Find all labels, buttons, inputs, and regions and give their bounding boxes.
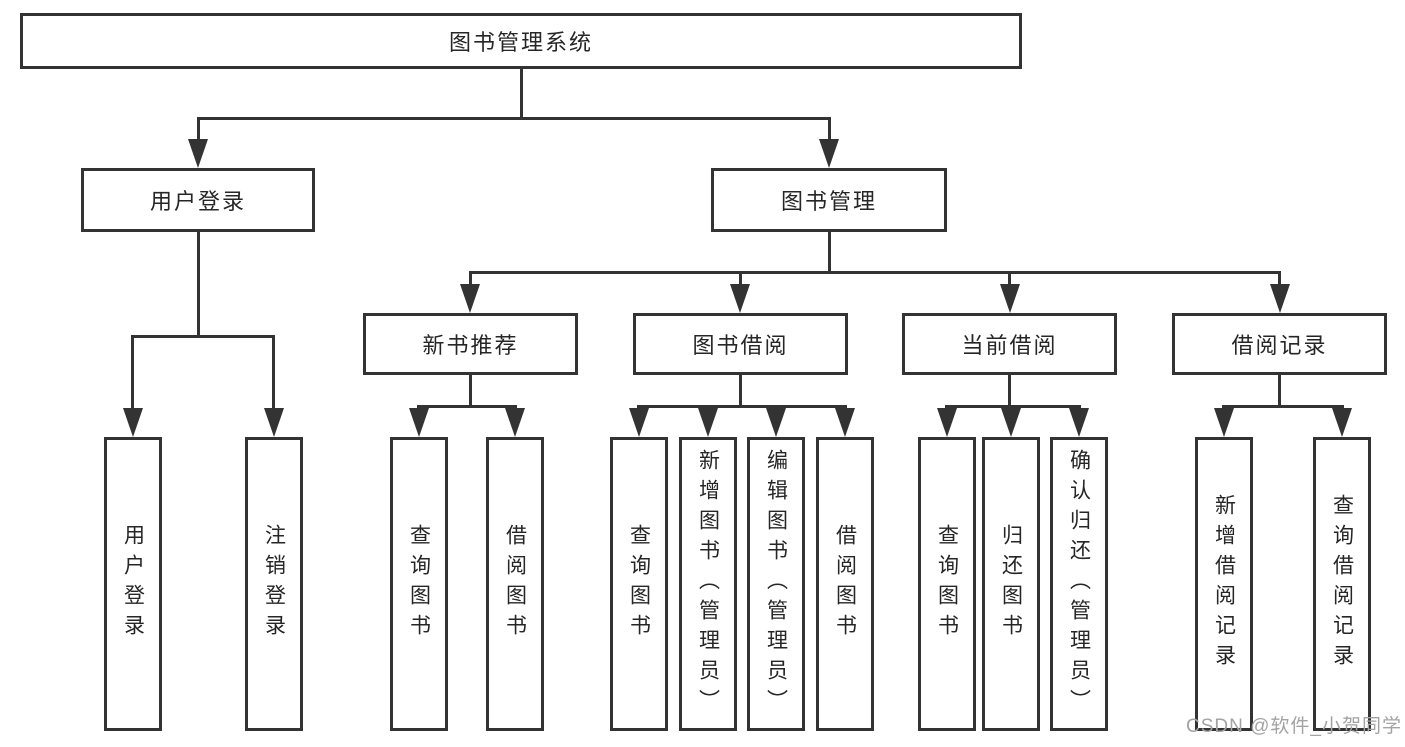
connector-line <box>469 271 1281 274</box>
connector-line <box>945 405 1081 408</box>
arrowhead <box>629 408 649 437</box>
leaf-borrow-books-1: 借阅图书 <box>486 437 544 731</box>
arrowhead <box>1069 408 1089 437</box>
connector-line <box>469 375 472 408</box>
connector-line <box>1008 375 1011 408</box>
leaf-query-borrow-record: 查询借阅记录 <box>1313 437 1371 731</box>
csdn-watermark: CSDN @软件_小贺同学 <box>1186 716 1402 737</box>
leaf-query-books-1: 查询图书 <box>390 437 448 731</box>
leaf-add-borrow-record: 新增借阅记录 <box>1195 437 1253 731</box>
leaf-label: 编辑图书（管理员） <box>764 449 788 719</box>
node-label: 用户登录 <box>149 189 246 214</box>
connector-line <box>197 117 200 143</box>
connector-line <box>1222 405 1344 408</box>
connector-line <box>739 375 742 408</box>
leaf-logout: 注销登录 <box>245 437 303 731</box>
leaf-user-login: 用户登录 <box>104 437 162 731</box>
node-borrow-records: 借阅记录 <box>1172 313 1387 375</box>
leaf-label: 归还图书 <box>999 524 1023 644</box>
arrowhead <box>1270 284 1290 313</box>
connector-line <box>637 405 847 408</box>
arrowhead <box>460 284 480 313</box>
arrowhead <box>505 408 525 437</box>
arrowhead <box>1332 408 1352 437</box>
node-label: 借阅记录 <box>1231 333 1328 358</box>
node-current-borrow: 当前借阅 <box>902 313 1117 375</box>
leaf-confirm-return-admin: 确认归还（管理员） <box>1050 437 1108 731</box>
node-root: 图书管理系统 <box>20 13 1022 69</box>
connector-line <box>197 117 831 120</box>
connector-line <box>1278 375 1281 408</box>
arrowhead <box>1001 408 1021 437</box>
leaf-label: 新增图书（管理员） <box>696 449 720 719</box>
node-book-borrow: 图书借阅 <box>633 313 848 375</box>
connector-line <box>197 232 200 338</box>
leaf-label: 查询借阅记录 <box>1330 494 1354 674</box>
arrowhead <box>264 408 284 437</box>
connector-line <box>131 335 134 411</box>
node-label: 新书推荐 <box>422 333 519 358</box>
leaf-label: 查询图书 <box>627 524 651 644</box>
leaf-add-books-admin: 新增图书（管理员） <box>679 437 737 731</box>
node-book-management: 图书管理 <box>711 168 947 232</box>
arrowhead <box>188 139 208 168</box>
arrowhead <box>1000 284 1020 313</box>
leaf-label: 查询图书 <box>407 524 431 644</box>
leaf-label: 确认归还（管理员） <box>1067 449 1091 719</box>
leaf-label: 借阅图书 <box>503 524 527 644</box>
leaf-label: 注销登录 <box>262 524 286 644</box>
connector-line <box>520 69 523 119</box>
arrowhead <box>409 408 429 437</box>
leaf-label: 新增借阅记录 <box>1212 494 1236 674</box>
leaf-query-books-2: 查询图书 <box>610 437 668 731</box>
leaf-edit-books-admin: 编辑图书（管理员） <box>747 437 805 731</box>
arrowhead <box>819 139 839 168</box>
leaf-label: 借阅图书 <box>833 524 857 644</box>
leaf-return-books: 归还图书 <box>982 437 1040 731</box>
arrowhead <box>937 408 957 437</box>
arrowhead <box>766 408 786 437</box>
arrowhead <box>1214 408 1234 437</box>
connector-line <box>739 271 742 288</box>
node-label: 图书管理 <box>780 189 877 214</box>
leaf-label: 查询图书 <box>935 524 959 644</box>
node-user-login: 用户登录 <box>81 168 315 232</box>
arrowhead <box>123 408 143 437</box>
node-root-label: 图书管理系统 <box>448 30 593 55</box>
connector-line <box>1008 271 1011 288</box>
node-new-book-recommend: 新书推荐 <box>363 313 578 375</box>
arrowhead <box>730 284 750 313</box>
connector-line <box>1278 271 1281 288</box>
arrowhead <box>835 408 855 437</box>
leaf-borrow-books-2: 借阅图书 <box>816 437 874 731</box>
arrowhead <box>698 408 718 437</box>
connector-line <box>417 405 517 408</box>
leaf-query-books-3: 查询图书 <box>918 437 976 731</box>
leaf-label: 用户登录 <box>121 524 145 644</box>
connector-line <box>131 335 275 338</box>
node-label: 当前借阅 <box>961 333 1058 358</box>
connector-line <box>272 335 275 411</box>
node-label: 图书借阅 <box>692 333 789 358</box>
connector-line <box>469 271 472 288</box>
connector-line <box>828 232 831 274</box>
connector-line <box>828 117 831 143</box>
